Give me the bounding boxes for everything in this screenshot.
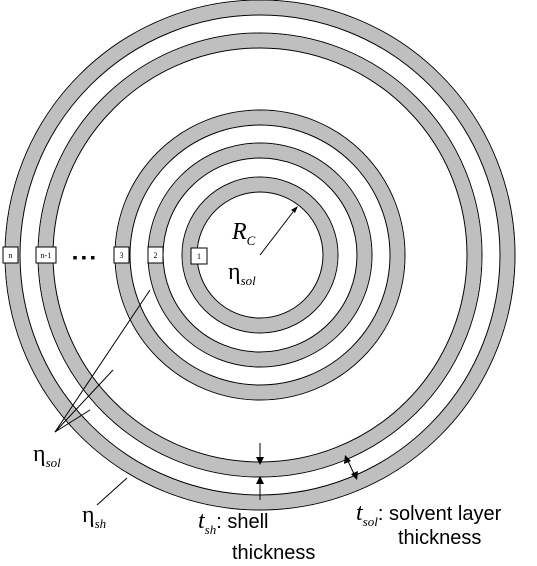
- solvent-viscosity-label: ηsol: [33, 441, 61, 470]
- shell-thickness-label: tsh: shell: [198, 508, 268, 537]
- shell-tag-n-minus-1: n-1: [35, 246, 57, 264]
- ellipsis-dots: ▪ ▪ ▪: [73, 249, 96, 265]
- shell-viscosity-leader: [96, 477, 128, 506]
- solvent-viscosity-leaders: [54, 289, 151, 433]
- shell-tag-n: n: [2, 246, 19, 264]
- svg-text:n-1: n-1: [41, 251, 52, 260]
- core-radius-label: RC: [231, 219, 256, 248]
- shell-tag-3: 3: [113, 246, 130, 264]
- svg-text:n: n: [9, 251, 13, 260]
- solvent-thickness-label: tsol: solvent layer: [356, 500, 502, 529]
- core-radius-arrow: [259, 206, 298, 256]
- shell-viscosity-label: ηsh: [82, 502, 106, 531]
- shell-thickness-label-line2: thickness: [232, 542, 315, 564]
- svg-text:2: 2: [154, 251, 158, 260]
- solvent-thickness-label-line2: thickness: [398, 527, 481, 549]
- solvent-thickness-arrow: [344, 455, 358, 480]
- shell-thickness-arrows: [256, 443, 264, 500]
- shell-1: [181, 176, 339, 334]
- svg-text:3: 3: [120, 251, 124, 260]
- shell-tag-2: 2: [147, 246, 164, 264]
- shell-tag-1: 1: [190, 247, 208, 265]
- core-viscosity-label: ηsol: [228, 259, 256, 288]
- svg-text:1: 1: [197, 252, 201, 261]
